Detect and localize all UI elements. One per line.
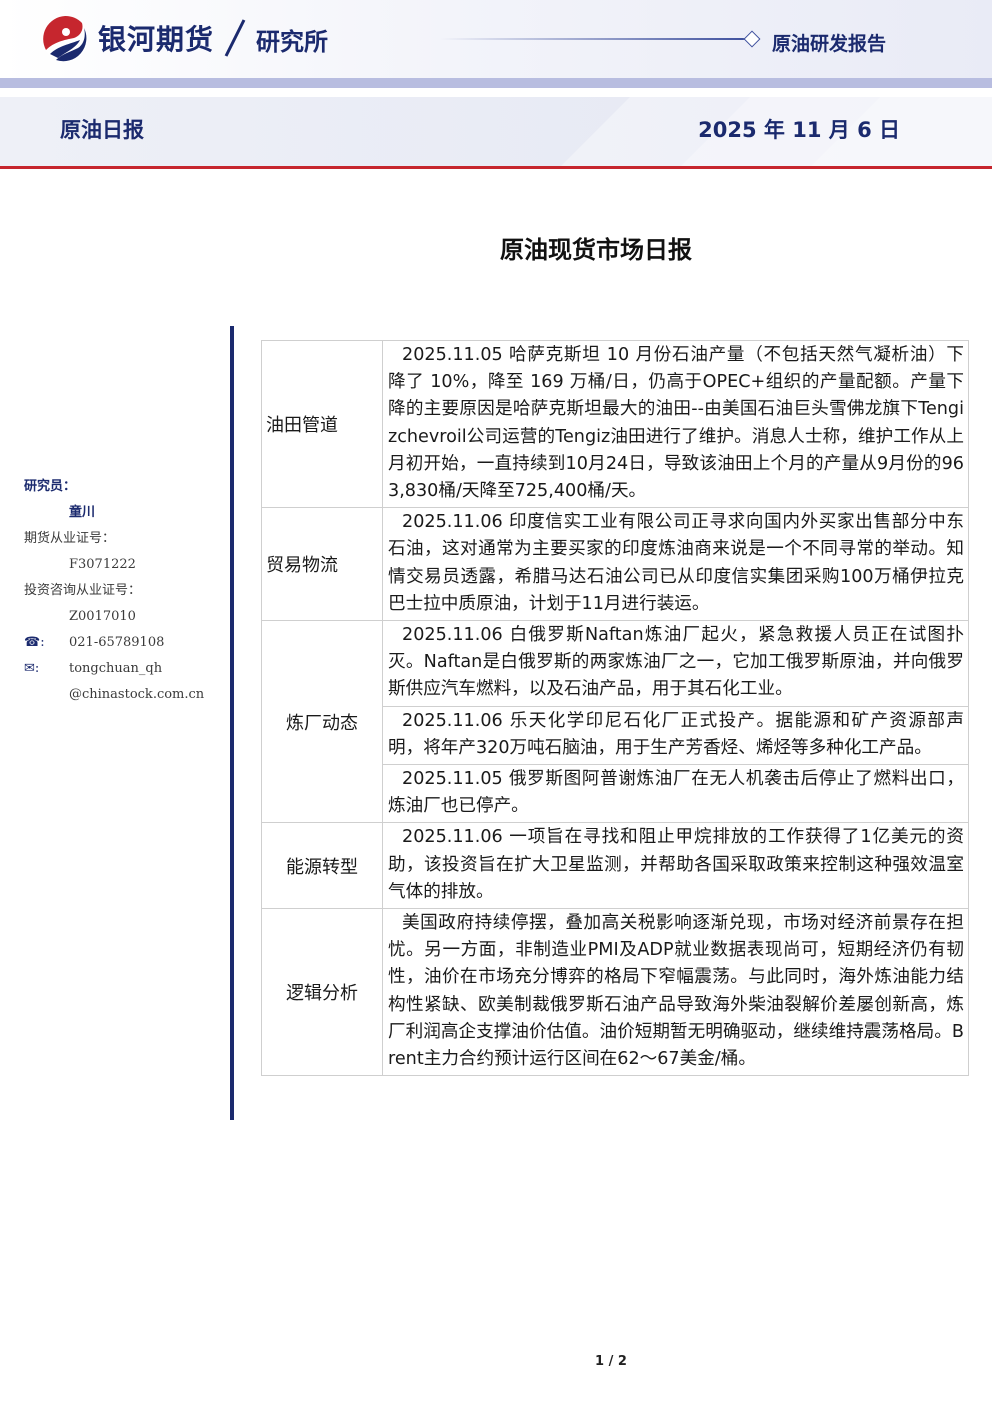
table-row: 能源转型 2025.11.06 一项旨在寻找和阻止甲烷排放的工作获得了1亿美元的… bbox=[261, 822, 969, 910]
table-row: 油田管道 2025.11.05 哈萨克斯坦 10 月份石油产量（不包括天然气凝析… bbox=[261, 339, 969, 509]
phone-number: 021-65789108 bbox=[69, 635, 165, 650]
band-rule bbox=[0, 166, 992, 169]
header-rule bbox=[0, 78, 992, 88]
page-title: 原油现货市场日报 bbox=[500, 236, 692, 264]
band-title: 原油日报 bbox=[60, 118, 144, 142]
futures-cert-value: F3071222 bbox=[69, 557, 136, 572]
phone-icon: ☎: bbox=[24, 635, 45, 650]
futures-cert-label: 期货从业证号： bbox=[24, 531, 116, 546]
division-name: 研究所 bbox=[256, 28, 328, 56]
table-row: 炼厂动态 2025.11.06 白俄罗斯Naftan炼油厂起火，紧急救援人员正在… bbox=[261, 620, 969, 824]
report-date: 2025 年 11 月 6 日 bbox=[698, 118, 900, 142]
category-cell: 贸易物流 bbox=[261, 507, 383, 622]
category-cell: 逻辑分析 bbox=[261, 908, 383, 1077]
phone-row: ☎: 021-65789108 bbox=[24, 630, 224, 656]
email-row[interactable]: ✉: tongchuan_qh bbox=[24, 656, 224, 682]
news-table: 油田管道 2025.11.05 哈萨克斯坦 10 月份石油产量（不包括天然气凝析… bbox=[261, 339, 969, 1077]
researcher-label: 研究员： bbox=[24, 479, 77, 494]
news-cell: 2025.11.06 印度信实工业有限公司正寻求向国内外买家出售部分中东石油，这… bbox=[382, 507, 969, 622]
galaxy-logo-icon bbox=[42, 15, 88, 62]
news-cell: 2025.11.06 乐天化学印尼石化厂正式投产。据能源和矿产资源部声明，将年产… bbox=[382, 705, 969, 766]
news-cell: 2025.11.06 一项旨在寻找和阻止甲烷排放的工作获得了1亿美元的资助，该投… bbox=[382, 822, 969, 910]
researcher-name: 童川 bbox=[69, 505, 96, 520]
email-line-1[interactable]: tongchuan_qh bbox=[69, 661, 163, 676]
news-cell: 2025.11.05 哈萨克斯坦 10 月份石油产量（不包括天然气凝析油）下降了… bbox=[382, 339, 969, 509]
header-deco-line bbox=[440, 38, 750, 40]
table-row: 逻辑分析 美国政府持续停摆，叠加高关税影响逐渐兑现，市场对经济前景存在担忧。另一… bbox=[261, 908, 969, 1077]
slash-divider-icon bbox=[224, 19, 246, 57]
page-number: 1 / 2 bbox=[595, 1354, 627, 1369]
category-cell: 油田管道 bbox=[261, 339, 383, 509]
brand-name: 银河期货 bbox=[98, 23, 215, 56]
table-row: 2025.11.05 俄罗斯图阿普谢炼油厂在无人机袭击后停止了燃料出口，炼油厂也… bbox=[262, 764, 969, 824]
news-cell: 美国政府持续停摆，叠加高关税影响逐渐兑现，市场对经济前景存在担忧。另一方面，非制… bbox=[382, 908, 969, 1077]
table-row: 贸易物流 2025.11.06 印度信实工业有限公司正寻求向国内外买家出售部分中… bbox=[261, 507, 969, 622]
report-type: 原油研发报告 bbox=[772, 33, 887, 55]
title-band bbox=[0, 97, 992, 167]
consult-cert-label: 投资咨询从业证号： bbox=[24, 583, 142, 598]
table-row: 2025.11.06 乐天化学印尼石化厂正式投产。据能源和矿产资源部声明，将年产… bbox=[262, 705, 969, 766]
category-cell: 炼厂动态 bbox=[261, 620, 383, 824]
consult-cert-value: Z0017010 bbox=[69, 609, 136, 624]
category-cell: 能源转型 bbox=[261, 822, 383, 910]
email-line-2[interactable]: @chinastock.com.cn bbox=[69, 687, 205, 702]
analyst-sidebar: 研究员： 童川 期货从业证号： F3071222 投资咨询从业证号： Z0017… bbox=[24, 474, 224, 708]
news-cell: 2025.11.05 俄罗斯图阿普谢炼油厂在无人机袭击后停止了燃料出口，炼油厂也… bbox=[382, 764, 969, 824]
mail-icon: ✉: bbox=[24, 661, 40, 676]
news-cell: 2025.11.06 白俄罗斯Naftan炼油厂起火，紧急救援人员正在试图扑灭。… bbox=[382, 620, 969, 707]
band-decoration bbox=[560, 97, 992, 167]
sidebar-divider bbox=[230, 326, 234, 1120]
